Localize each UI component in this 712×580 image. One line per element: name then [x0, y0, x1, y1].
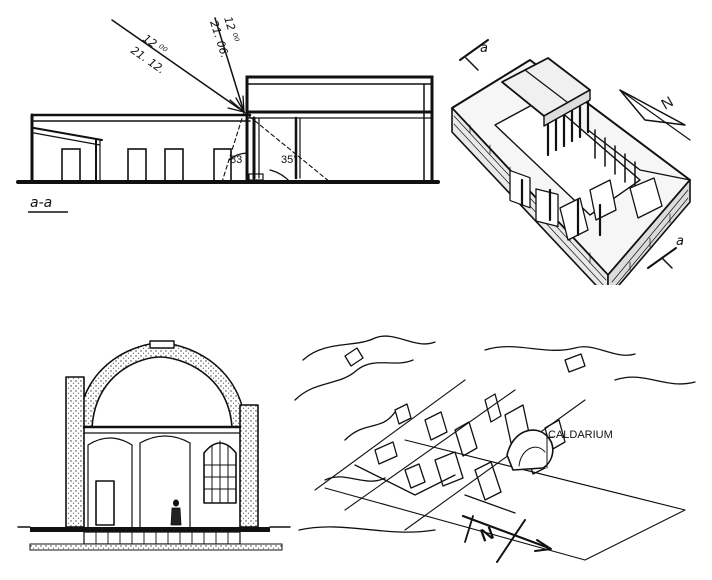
section-aa-panel: 12 ⁰⁰ 21. 12. 12 ⁰⁰ 21. 06. 83 35° a-a — [0, 0, 440, 230]
angle-label-35: 35° — [281, 154, 298, 166]
cut-label-top: a — [480, 41, 488, 56]
axonometric-drawing: a a N — [451, 39, 691, 299]
site-view-panel: CALDARIUM N — [285, 320, 712, 575]
angle-label-83: 83 — [230, 154, 242, 166]
section-aa-drawing: 12 ⁰⁰ 21. 12. 12 ⁰⁰ 21. 06. 83 35° a-a — [16, 15, 440, 213]
caldarium-section-drawing — [17, 340, 291, 551]
site-view-drawing: CALDARIUM N — [294, 335, 696, 563]
caldarium-section-panel — [0, 315, 295, 575]
sun-ray-summer — [214, 17, 245, 113]
section-label: a-a — [30, 195, 52, 211]
north-label-site: N — [478, 523, 497, 546]
caldarium-label: CALDARIUM — [548, 429, 613, 441]
cut-label-bottom: a — [676, 234, 684, 249]
sun-ray-winter — [111, 19, 245, 113]
axonometric-panel: a a N — [440, 30, 712, 299]
north-label-axo: N — [659, 93, 677, 113]
